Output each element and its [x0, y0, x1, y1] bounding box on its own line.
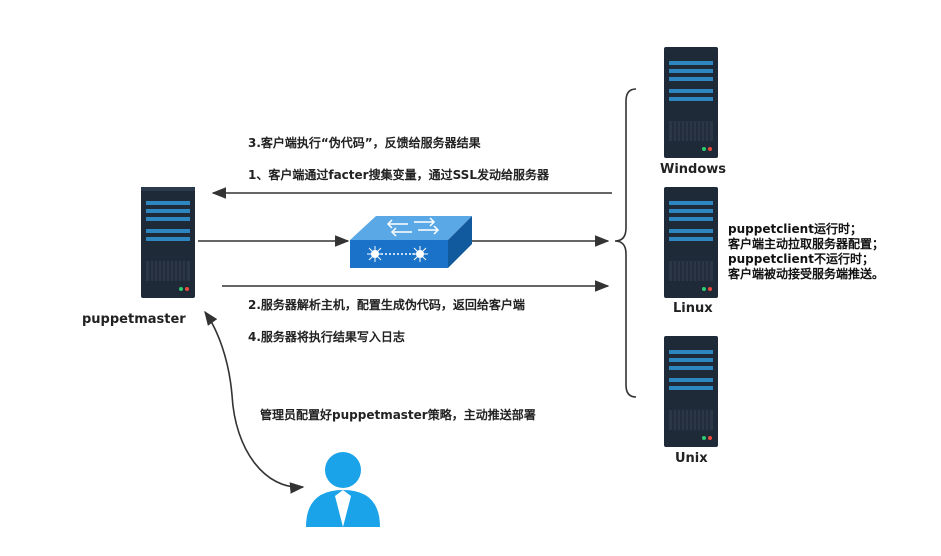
- note-line-4: 客户端被动接受服务端推送。: [728, 267, 885, 281]
- client-group-brace: [614, 88, 637, 398]
- step4-label: 4.服务器将执行结果写入日志: [248, 330, 405, 344]
- unix-server-icon: [664, 336, 718, 447]
- unix-label: Unix: [675, 451, 708, 466]
- windows-server-icon: [664, 47, 718, 158]
- linux-server-icon: [664, 187, 718, 298]
- step1-label: 1、客户端通过facter搜集变量，通过SSL发动给服务器: [248, 168, 549, 182]
- note-line-3: puppetclient不运行时；: [728, 252, 874, 266]
- puppetmaster-label: puppetmaster: [82, 312, 186, 327]
- windows-label: Windows: [660, 162, 727, 177]
- step2-label: 2.服务器解析主机，配置生成伪代码，返回给客户端: [248, 298, 525, 312]
- note-line-1: puppetclient运行时；: [728, 222, 862, 236]
- arrow-admin-master: [204, 310, 305, 494]
- admin-push-label: 管理员配置好puppetmaster策略，主动推送部署: [260, 408, 536, 422]
- client-mode-note: puppetclient运行时； 客户端主动拉取服务器配置； puppetcli…: [728, 222, 884, 282]
- step3-label: 3.客户端执行“伪代码”，反馈给服务器结果: [248, 136, 481, 150]
- linux-label: Linux: [673, 301, 713, 316]
- network-switch-icon: [350, 216, 472, 268]
- note-line-2: 客户端主动拉取服务器配置；: [728, 237, 885, 251]
- administrator-person-icon: [306, 452, 380, 527]
- puppetmaster-server-icon: [141, 187, 195, 298]
